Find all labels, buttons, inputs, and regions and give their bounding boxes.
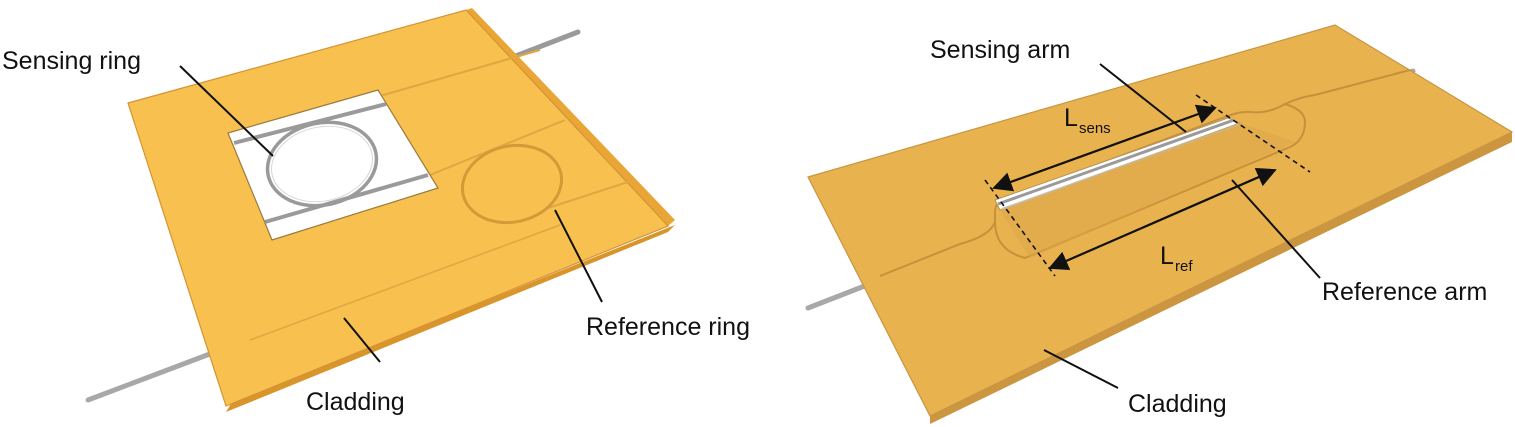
lref-label-main: L	[1160, 242, 1174, 270]
sensing-arm-leader	[1099, 63, 1187, 133]
reference-arm-label: Reference arm	[1322, 278, 1487, 306]
reference-ring-shape	[460, 143, 564, 225]
lref-label-sub: ref	[1175, 258, 1193, 275]
left-trace-bottom	[249, 224, 561, 341]
lref-label: L ref	[1160, 242, 1193, 275]
reference-ring-leader	[554, 209, 603, 303]
left-cladding-slab	[127, 9, 670, 407]
left-trace-low	[547, 181, 629, 209]
left-cladding-edge	[226, 225, 675, 412]
left-cladding-leader	[343, 317, 381, 363]
reference-arm-leader	[1231, 179, 1321, 279]
left-cladding-side	[466, 8, 675, 226]
left-trace-top	[379, 49, 541, 97]
lsens-label-sub: sens	[1079, 120, 1111, 137]
sensing-ring-leader	[179, 65, 274, 157]
sensing-ring-shape	[265, 120, 379, 208]
left-bus-waveguide-front	[85, 349, 218, 403]
left-sensing-window	[227, 89, 439, 241]
lsens-start-dash	[984, 179, 1056, 277]
sensing-ring-label: Sensing ring	[2, 47, 141, 75]
left-cladding-label: Cladding	[306, 388, 405, 416]
lsens-dimension-arrow	[992, 104, 1217, 192]
mzi-waveguide-outline	[879, 69, 1411, 277]
right-cladding-leader	[1043, 349, 1119, 389]
sensing-ring-inner	[271, 125, 373, 203]
sensing-arm-label: Sensing arm	[930, 36, 1070, 64]
left-ring-device: Sensing ring Reference ring Cladding	[2, 8, 750, 416]
right-mzi-device: Sensing arm Reference arm Cladding L sen…	[805, 24, 1514, 424]
lsens-label: L sens	[1064, 104, 1111, 137]
reference-ring-label: Reference ring	[586, 313, 750, 341]
right-cladding-label: Cladding	[1128, 390, 1227, 418]
lsens-label-main: L	[1064, 104, 1078, 132]
right-cladding-edge	[930, 131, 1512, 424]
